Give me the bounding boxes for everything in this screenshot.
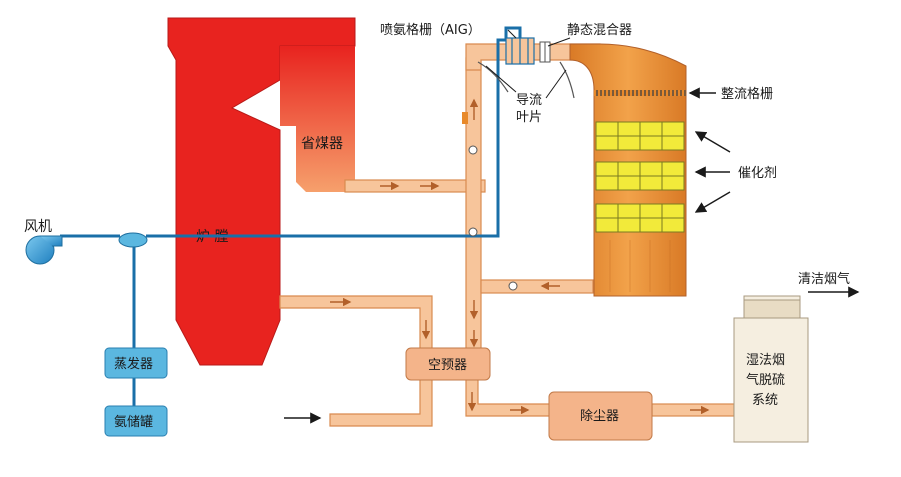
fan: 风机 (24, 219, 63, 265)
wfgd-label-2: 气脱硫 (746, 372, 785, 388)
clean-flue-gas-label: 清洁烟气 (798, 271, 850, 287)
flow-straightener-label: 整流格栅 (721, 86, 773, 102)
guide-vane-label-2: 叶片 (516, 110, 542, 125)
duct-flow-arrows (330, 98, 710, 415)
dust-collector-box: 除尘器 (548, 391, 653, 441)
ammonia-tank-label: 氨储罐 (114, 415, 153, 430)
evaporator-label: 蒸发器 (114, 356, 153, 372)
dust-collector-label: 除尘器 (580, 409, 619, 424)
evaporator-box: 蒸发器 (104, 347, 168, 379)
mixer-nozzle (118, 232, 148, 248)
economizer-label: 省煤器 (301, 136, 343, 152)
economizer: 省煤器 (280, 46, 355, 192)
callout-leaders (485, 29, 571, 99)
ammonia-tank-box: 氨储罐 (104, 405, 168, 437)
static-mixer-label: 静态混合器 (567, 23, 632, 38)
wfgd-system: 湿法烟 气脱硫 系统 (733, 295, 809, 443)
air-preheater-box: 空预器 (405, 347, 491, 381)
wfgd-label-1: 湿法烟 (746, 353, 785, 368)
dampers (468, 145, 518, 291)
scr-reactor (569, 43, 687, 297)
wfgd-label-3: 系统 (752, 393, 778, 408)
damper-2 (468, 227, 478, 237)
aig-and-mixer (477, 37, 575, 99)
air-preheater-label: 空预器 (428, 358, 467, 373)
riser-valve (462, 112, 468, 124)
aig-label: 喷氨格栅（AIG） (380, 22, 481, 38)
catalyst-label: 催化剂 (738, 166, 777, 181)
fan-label: 风机 (24, 219, 52, 235)
catalyst-layers (595, 121, 685, 233)
damper-1 (468, 145, 478, 155)
guide-vane-label-1: 导流 (516, 93, 542, 108)
callout-arrows (284, 87, 860, 424)
damper-3 (508, 281, 518, 291)
flow-straightener-grid (594, 90, 686, 96)
